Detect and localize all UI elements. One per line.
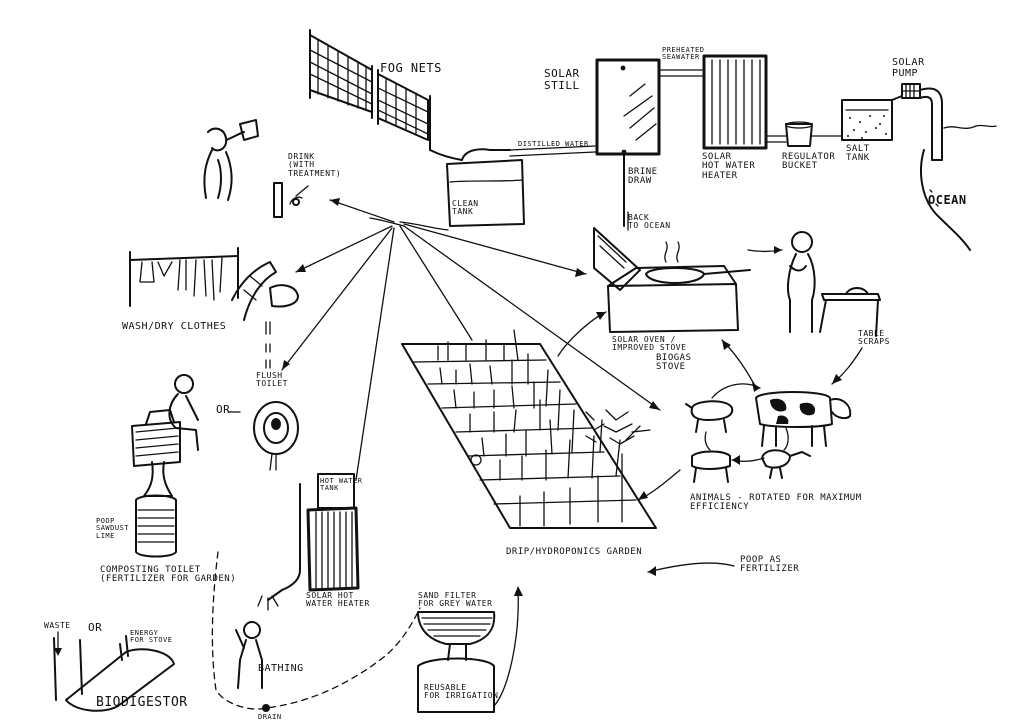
- biodigestor-label: Biodigestor: [96, 695, 188, 710]
- reusable-irrigation-label: Reusable for irrigation: [424, 683, 499, 701]
- garden-drawing: [401, 329, 657, 529]
- fog-nets-label: Fog nets: [380, 61, 442, 75]
- wash-dry-clothes-label: Wash/dry clothes: [122, 321, 227, 332]
- brine-draw-label: Brine draw: [628, 167, 658, 187]
- clean-tank-drawing: [446, 145, 596, 227]
- waste-label: Waste: [44, 621, 71, 630]
- ocean-label: Ocean: [928, 193, 967, 207]
- regulator-bucket-drawing: [785, 121, 843, 147]
- hot-water-tank-label: Hot water tank: [320, 477, 363, 493]
- poop-sawdust-lime-label: Poop sawdust lime: [96, 517, 130, 540]
- sand-filter-drawing: [417, 611, 496, 713]
- composting-toilet-drawing: [131, 374, 241, 558]
- solar-hot-water-heater-bottom-label: Solar hot water heater: [306, 591, 370, 609]
- composting-toilet-label: Composting toilet (fertilizer for garden…: [100, 565, 237, 585]
- flow-arrows: [54, 198, 863, 712]
- poop-as-fertilizer-label: Poop as fertilizer: [740, 555, 800, 575]
- solar-hot-water-heater-top-label: Solar hot water heater: [702, 152, 756, 181]
- eating-person-drawing: [787, 231, 881, 337]
- solar-oven-label: Solar oven / improved stove: [612, 335, 687, 353]
- or-label-1: or: [216, 403, 231, 416]
- solar-still-drawing: [595, 58, 703, 227]
- clean-tank-label: Clean tank: [452, 199, 479, 217]
- salt-tank-drawing: [841, 99, 893, 141]
- animals-drawing: [685, 382, 852, 483]
- solar-still-label: Solar still: [544, 67, 580, 92]
- solar-pump-ocean-drawing: [891, 83, 997, 251]
- or-label-2: or: [88, 621, 103, 634]
- biogas-stove-label: Biogas stove: [656, 353, 692, 373]
- drain-label: Drain: [258, 713, 282, 721]
- fog-nets-drawing: [309, 29, 463, 161]
- regulator-bucket-label: Regulator bucket: [782, 152, 836, 172]
- drip-garden-label: Drip/hydroponics garden: [506, 547, 643, 557]
- bathing-person-drawing: [235, 621, 263, 689]
- animals-label: Animals - rotated for maximum efficiency: [690, 493, 862, 513]
- solar-heater-bottom-drawing: [257, 473, 360, 611]
- biodigestor-drawing: [53, 635, 175, 712]
- preheated-seawater-label: Preheated seawater: [662, 46, 705, 62]
- drink-label: Drink (with treatment): [288, 152, 342, 178]
- clothesline-drawing: [129, 247, 299, 321]
- drinking-person-drawing: [203, 119, 309, 218]
- solar-heater-top-drawing: [702, 54, 787, 150]
- flush-toilet-label: Flush toilet: [256, 371, 288, 389]
- flush-toilet-drawing: [253, 321, 299, 471]
- sand-filter-label: Sand filter for grey water: [418, 591, 493, 609]
- solar-oven-drawing: [593, 227, 751, 333]
- distilled-water-label: Distilled water: [518, 140, 589, 148]
- table-scraps-label: Table scraps: [858, 329, 890, 347]
- solar-pump-label: Solar pump: [892, 57, 925, 79]
- energy-for-stove-label: Energy for stove: [130, 629, 173, 645]
- bathing-label: Bathing: [258, 663, 304, 674]
- salt-tank-label: Salt tank: [846, 144, 870, 164]
- back-to-ocean-label: Back to ocean: [628, 213, 671, 231]
